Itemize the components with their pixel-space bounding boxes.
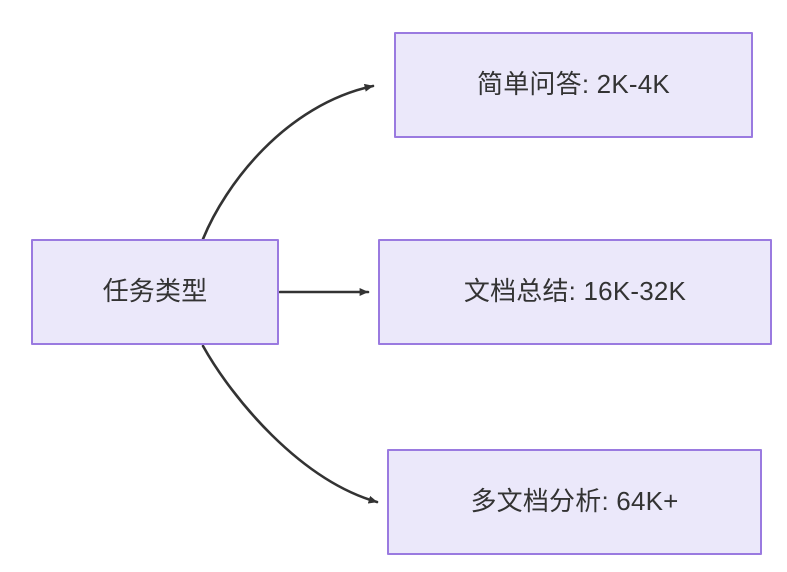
- node-simple-qa[interactable]: 简单问答: 2K-4K: [394, 32, 753, 138]
- node-doc-summary[interactable]: 文档总结: 16K-32K: [378, 239, 772, 345]
- node-task-type[interactable]: 任务类型: [31, 239, 279, 345]
- node-task-type-label: 任务类型: [102, 276, 208, 307]
- node-multi-doc-label: 多文档分析: 64K+: [470, 486, 679, 517]
- node-doc-summary-label: 文档总结: 16K-32K: [463, 276, 687, 307]
- edge-to-simple-qa: [201, 83, 375, 241]
- node-simple-qa-label: 简单问答: 2K-4K: [477, 69, 670, 100]
- node-multi-doc[interactable]: 多文档分析: 64K+: [387, 449, 762, 555]
- edge-to-multi-doc: [201, 344, 379, 504]
